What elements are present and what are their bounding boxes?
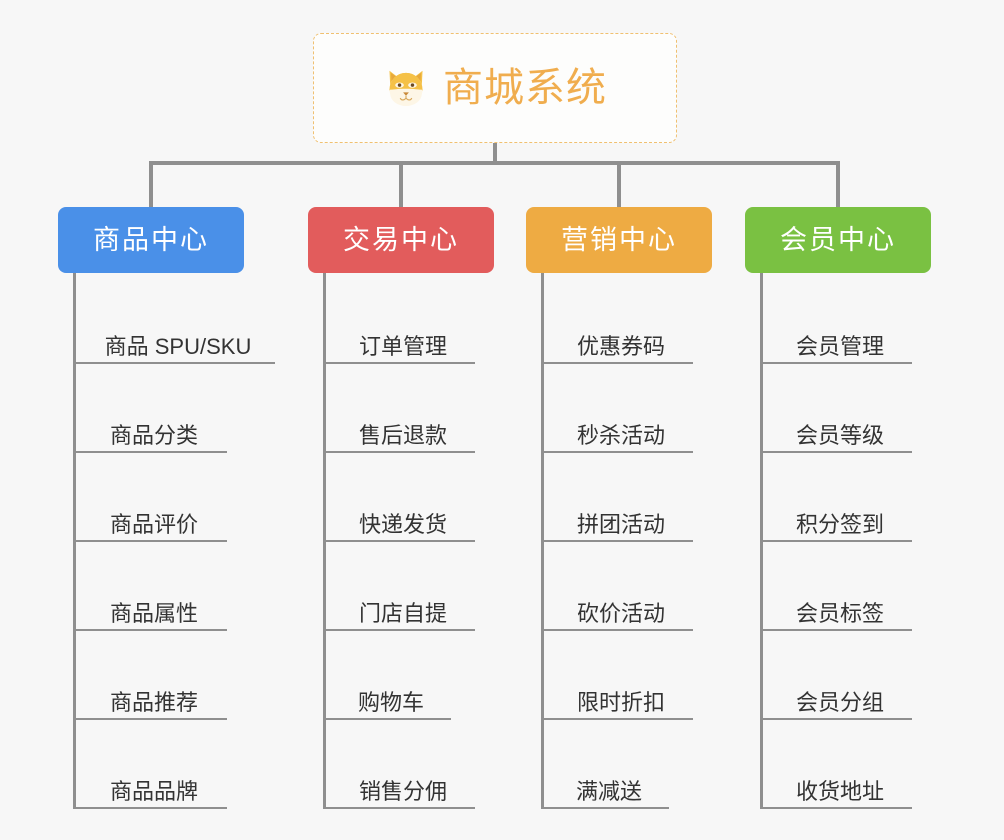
- leaf-item[interactable]: 快递发货: [323, 460, 475, 542]
- leaf-item-label: 购物车: [357, 689, 424, 715]
- leaf-item[interactable]: 会员标签: [760, 549, 912, 631]
- leaf-item-label: 会员标签: [795, 600, 884, 626]
- connector-drop-1: [149, 161, 153, 209]
- leaf-item-label: 满减送: [575, 778, 642, 804]
- leaf-item-label: 商品品牌: [109, 778, 198, 804]
- connector-root-stem: [493, 143, 497, 164]
- leaf-item-label: 收货地址: [795, 778, 884, 804]
- leaf-item[interactable]: 会员管理: [760, 282, 912, 364]
- leaf-item[interactable]: 商品 SPU/SKU: [73, 282, 275, 364]
- connector-drop-3: [617, 161, 621, 209]
- leaf-item-label: 会员分组: [795, 689, 884, 715]
- leaf-item[interactable]: 会员分组: [760, 638, 912, 720]
- leaf-item-label: 销售分佣: [358, 778, 447, 804]
- leaf-item-label: 会员管理: [795, 333, 884, 359]
- leaf-item-label: 商品 SPU/SKU: [104, 333, 252, 359]
- leaf-item[interactable]: 拼团活动: [541, 460, 693, 542]
- category-label: 交易中心: [343, 224, 459, 255]
- shiba-dog-icon: [383, 65, 429, 111]
- leaf-item-label: 售后退款: [358, 422, 447, 448]
- leaf-item[interactable]: 优惠券码: [541, 282, 693, 364]
- leaf-item-label: 优惠券码: [576, 333, 665, 359]
- leaf-item[interactable]: 收货地址: [760, 727, 912, 809]
- category-box-marketing-center[interactable]: 营销中心: [526, 207, 712, 273]
- leaf-item[interactable]: 满减送: [541, 727, 669, 809]
- category-label: 营销中心: [561, 224, 677, 255]
- leaf-item-label: 限时折扣: [576, 689, 665, 715]
- leaf-item-label: 商品分类: [109, 422, 198, 448]
- leaf-item-label: 砍价活动: [576, 600, 665, 626]
- leaf-item[interactable]: 订单管理: [323, 282, 475, 364]
- leaf-item[interactable]: 售后退款: [323, 371, 475, 453]
- leaf-item[interactable]: 秒杀活动: [541, 371, 693, 453]
- leaf-item[interactable]: 限时折扣: [541, 638, 693, 720]
- leaf-item[interactable]: 砍价活动: [541, 549, 693, 631]
- leaf-item[interactable]: 门店自提: [323, 549, 475, 631]
- leaf-item[interactable]: 商品分类: [73, 371, 227, 453]
- root-node-title: 商城系统: [443, 66, 607, 110]
- leaf-item[interactable]: 商品评价: [73, 460, 227, 542]
- leaf-item-label: 商品评价: [109, 511, 198, 537]
- leaf-item-label: 拼团活动: [576, 511, 665, 537]
- leaf-item-label: 积分签到: [795, 511, 884, 537]
- leaf-item-label: 会员等级: [795, 422, 884, 448]
- category-box-trade-center[interactable]: 交易中心: [308, 207, 494, 273]
- leaf-item[interactable]: 积分签到: [760, 460, 912, 542]
- leaf-item-label: 商品属性: [109, 600, 198, 626]
- connector-drop-2: [399, 161, 403, 209]
- connector-horizontal-bus: [149, 161, 840, 165]
- leaf-item-label: 订单管理: [358, 333, 447, 359]
- leaf-item[interactable]: 销售分佣: [323, 727, 475, 809]
- category-label: 会员中心: [780, 224, 896, 255]
- root-node-shop-system[interactable]: 商城系统: [313, 33, 677, 143]
- connector-drop-4: [836, 161, 840, 209]
- category-box-member-center[interactable]: 会员中心: [745, 207, 931, 273]
- leaf-item-label: 快递发货: [358, 511, 447, 537]
- leaf-item-label: 秒杀活动: [576, 422, 665, 448]
- leaf-item[interactable]: 购物车: [323, 638, 451, 720]
- leaf-item[interactable]: 商品属性: [73, 549, 227, 631]
- leaf-item[interactable]: 商品品牌: [73, 727, 227, 809]
- leaf-item-label: 门店自提: [358, 600, 447, 626]
- category-box-product-center[interactable]: 商品中心: [58, 207, 244, 273]
- leaf-item-label: 商品推荐: [109, 689, 198, 715]
- category-label: 商品中心: [93, 224, 209, 255]
- leaf-item[interactable]: 会员等级: [760, 371, 912, 453]
- leaf-item[interactable]: 商品推荐: [73, 638, 227, 720]
